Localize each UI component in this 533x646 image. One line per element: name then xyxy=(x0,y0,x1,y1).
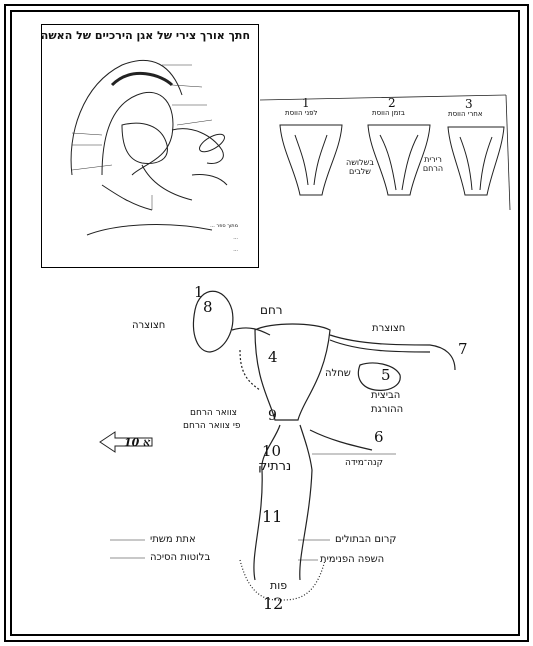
number-5: 5 xyxy=(381,366,391,384)
arrow-label: א 10 xyxy=(124,436,150,449)
label-egg-2: ההורגת xyxy=(371,404,403,415)
pelvis-caption-3: ... xyxy=(233,247,238,253)
label-scale: קנה־מידה xyxy=(345,458,383,468)
pelvis-drawing xyxy=(42,25,260,269)
label-tube-left: חצוצרה xyxy=(132,320,165,331)
mucus-note: רירית הרחם xyxy=(418,155,448,173)
number-12: 12 xyxy=(263,594,283,613)
label-urethra-2: בלוטות הסיכה xyxy=(150,552,210,563)
number-4: 4 xyxy=(268,348,278,366)
label-hymen: קרום הבתולים xyxy=(335,534,396,545)
label-egg-1: הביצית xyxy=(371,390,400,401)
number-9: 9 xyxy=(268,408,277,424)
layers-note: בשלושה שלבים xyxy=(343,158,377,176)
pelvis-caption-1: מתוך ספר ... xyxy=(210,223,238,229)
label-cervix-opening: פי צוואר הרחם xyxy=(183,421,241,431)
number-7: 7 xyxy=(458,340,468,358)
pelvis-panel: חתך אורך צירי של אגן הירכיים של האשה מתו… xyxy=(41,24,259,268)
label-labia: השפה הפנימית xyxy=(320,554,384,565)
label-womb: רחם xyxy=(260,303,283,317)
stage-1-label: לפני הווסת xyxy=(285,109,317,117)
label-urethra-1: אתת משתי xyxy=(150,534,196,545)
label-vulva: פות xyxy=(270,579,287,592)
stage-1-number: 1 xyxy=(302,96,310,110)
label-ovary: שחלה xyxy=(325,368,351,379)
stage-2-label: בזמן הווסת xyxy=(372,109,405,117)
pelvis-caption-2: ... xyxy=(233,235,238,241)
label-tube-right: חצוצרת xyxy=(372,323,405,334)
stage-2-number: 2 xyxy=(388,96,396,110)
label-cervix-mouth: צוואר הרחם xyxy=(190,408,237,418)
stage-3-label: אחרי הווסת xyxy=(448,110,483,118)
label-vagina: נרתיק xyxy=(258,459,291,474)
number-10: 10 xyxy=(262,442,281,460)
number-6: 6 xyxy=(374,428,384,446)
number-8: 8 xyxy=(203,298,213,316)
number-11: 11 xyxy=(262,507,282,526)
stage-3-number: 3 xyxy=(465,97,473,111)
